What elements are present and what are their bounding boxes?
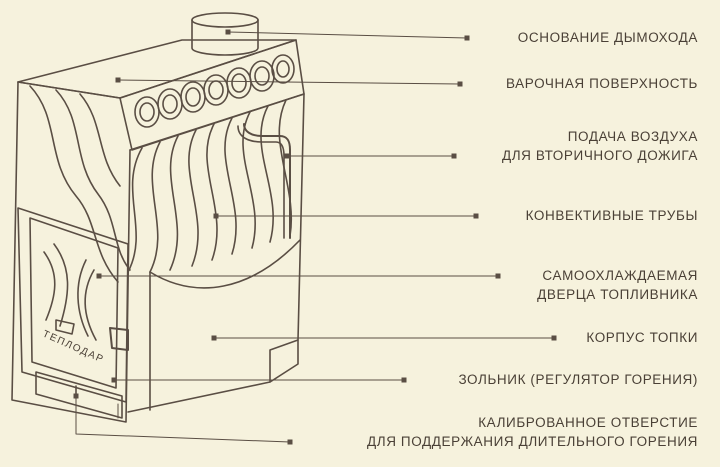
- label-fuel-door: САМООХЛАЖДАЕМАЯ ДВЕРЦА ТОПЛИВНИКА: [537, 266, 698, 304]
- brand-logo-text: ТЕПЛОДАР: [41, 329, 106, 366]
- label-calibrated-hole: КАЛИБРОВАННОЕ ОТВЕРСТИЕ ДЛЯ ПОДДЕРЖАНИЯ …: [367, 413, 698, 451]
- firebox-curve: [149, 239, 301, 289]
- chimney-top: [191, 12, 259, 28]
- label-secondary-air: ПОДАЧА ВОЗДУХА ДЛЯ ВТОРИЧНОГО ДОЖИГА: [502, 127, 698, 165]
- ash-pan-front: [35, 371, 123, 419]
- label-line: ДЛЯ ПОДДЕРЖАНИЯ ДЛИТЕЛЬНОГО ГОРЕНИЯ: [367, 434, 698, 449]
- label-line: САМООХЛАЖДАЕМАЯ: [542, 268, 698, 283]
- chimney: [191, 12, 259, 56]
- leader-markers: [73, 29, 557, 445]
- convection-pipe-lines: [127, 99, 292, 273]
- stove-body: [11, 81, 305, 423]
- door-handle: [109, 327, 129, 351]
- label-cooking-surface: ВАРОЧНАЯ ПОВЕРХНОСТЬ: [506, 74, 698, 93]
- air-tube: [243, 123, 291, 239]
- front-body: [127, 93, 305, 413]
- chimney-pipe: [191, 19, 259, 56]
- plate-front-face: [119, 39, 305, 151]
- label-chimney-base: ОСНОВАНИЕ ДЫМОХОДА: [518, 28, 698, 47]
- air-tube-inner: [237, 125, 285, 239]
- label-line: КАЛИБРОВАННОЕ ОТВЕРСТИЕ: [478, 415, 698, 430]
- label-ash-pan: ЗОЛЬНИК (РЕГУЛЯТОР ГОРЕНИЯ): [458, 370, 698, 389]
- label-line: ОСНОВАНИЕ ДЫМОХОДА: [517, 30, 698, 45]
- burner-rings: [134, 54, 295, 128]
- fuel-door-drawing: [17, 207, 129, 403]
- label-line: ДЛЯ ВТОРИЧНОГО ДОЖИГА: [501, 148, 698, 163]
- label-line: ВАРОЧНАЯ ПОВЕРХНОСТЬ: [506, 76, 698, 91]
- label-line: ДВЕРЦА ТОПЛИВНИКА: [537, 287, 698, 302]
- label-convection-pipes: КОНВЕКТИВНЫЕ ТРУБЫ: [526, 206, 698, 225]
- label-line: ПОДАЧА ВОЗДУХА: [567, 129, 698, 144]
- label-firebox-body: КОРПУС ТОПКИ: [586, 328, 698, 347]
- door-panel: [29, 217, 119, 389]
- label-line: ЗОЛЬНИК (РЕГУЛЯТОР ГОРЕНИЯ): [458, 372, 698, 387]
- side-wave-lines: [29, 85, 131, 283]
- door-emblem: [55, 319, 75, 335]
- label-line: КОРПУС ТОПКИ: [586, 330, 698, 345]
- door-frame: [17, 207, 129, 403]
- leader-lines: [75, 31, 555, 443]
- label-line: КОНВЕКТИВНЫЕ ТРУБЫ: [525, 208, 698, 223]
- ash-pan-drawing: [35, 371, 123, 419]
